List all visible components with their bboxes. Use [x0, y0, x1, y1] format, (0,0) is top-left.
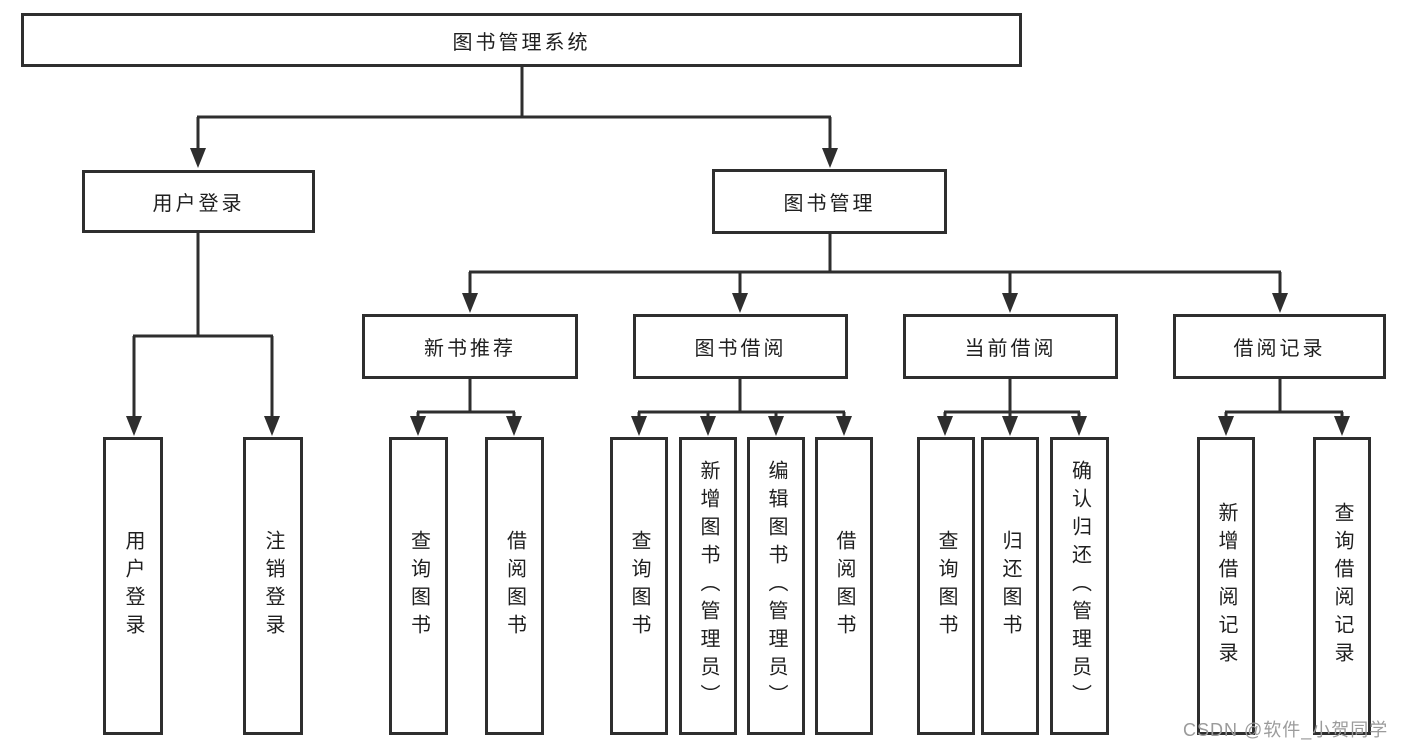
edge-current-borrow-to-leaves — [937, 379, 1087, 436]
leaf-query-borrow-record-label: 查询借阅记录 — [1331, 502, 1353, 670]
node-book-mgmt: 图书管理 — [712, 169, 947, 234]
leaf-add-borrow-record-label: 新增借阅记录 — [1215, 502, 1237, 670]
leaf-add-books-admin: 新增图书（管理员） — [679, 437, 737, 735]
node-root: 图书管理系统 — [21, 13, 1022, 67]
leaf-return-books: 归还图书 — [981, 437, 1039, 735]
node-new-book-rec: 新书推荐 — [362, 314, 578, 379]
leaf-edit-books-admin: 编辑图书（管理员） — [747, 437, 805, 735]
leaf-confirm-return-admin: 确认归还（管理员） — [1050, 437, 1109, 735]
csdn-watermark: CSDN @软件_小贺同学 — [1183, 720, 1389, 740]
leaf-add-books-admin-label: 新增图书（管理员） — [697, 460, 719, 712]
edge-new-book-rec-to-leaves — [410, 379, 522, 436]
leaf-query-books-2: 查询图书 — [610, 437, 668, 735]
leaf-query-books-1: 查询图书 — [389, 437, 448, 735]
node-book-mgmt-label: 图书管理 — [783, 193, 876, 215]
node-user-login-label: 用户登录 — [152, 193, 245, 215]
node-current-borrow: 当前借阅 — [903, 314, 1118, 379]
edge-book-mgmt-to-level3 — [462, 234, 1288, 313]
leaf-user-login: 用户登录 — [103, 437, 163, 735]
node-root-label: 图书管理系统 — [452, 31, 591, 54]
edge-book-borrow-to-leaves — [631, 379, 852, 436]
node-book-borrow: 图书借阅 — [633, 314, 848, 379]
edge-user-login-to-leaves — [126, 233, 280, 436]
node-borrow-record-label: 借阅记录 — [1233, 338, 1326, 360]
edge-root-to-level2 — [190, 67, 838, 168]
leaf-borrow-books-1-label: 借阅图书 — [503, 530, 526, 642]
node-borrow-record: 借阅记录 — [1173, 314, 1386, 379]
leaf-logout-label: 注销登录 — [262, 530, 284, 642]
leaf-borrow-books-2-label: 借阅图书 — [833, 530, 855, 642]
node-user-login: 用户登录 — [82, 170, 315, 233]
leaf-query-borrow-record: 查询借阅记录 — [1313, 437, 1371, 735]
leaf-add-borrow-record: 新增借阅记录 — [1197, 437, 1255, 735]
leaf-query-books-2-label: 查询图书 — [628, 530, 650, 642]
leaf-edit-books-admin-label: 编辑图书（管理员） — [765, 460, 787, 712]
edge-borrow-record-to-leaves — [1218, 379, 1350, 436]
leaf-query-books-3-label: 查询图书 — [935, 530, 957, 642]
leaf-return-books-label: 归还图书 — [999, 530, 1021, 642]
leaf-user-login-label: 用户登录 — [122, 530, 144, 642]
node-new-book-rec-label: 新书推荐 — [424, 338, 516, 360]
node-book-borrow-label: 图书借阅 — [694, 338, 787, 360]
leaf-logout: 注销登录 — [243, 437, 303, 735]
leaf-confirm-return-admin-label: 确认归还（管理员） — [1068, 460, 1091, 712]
leaf-borrow-books-2: 借阅图书 — [815, 437, 873, 735]
leaf-borrow-books-1: 借阅图书 — [485, 437, 544, 735]
leaf-query-books-1-label: 查询图书 — [407, 530, 430, 642]
node-current-borrow-label: 当前借阅 — [964, 338, 1057, 360]
leaf-query-books-3: 查询图书 — [917, 437, 975, 735]
